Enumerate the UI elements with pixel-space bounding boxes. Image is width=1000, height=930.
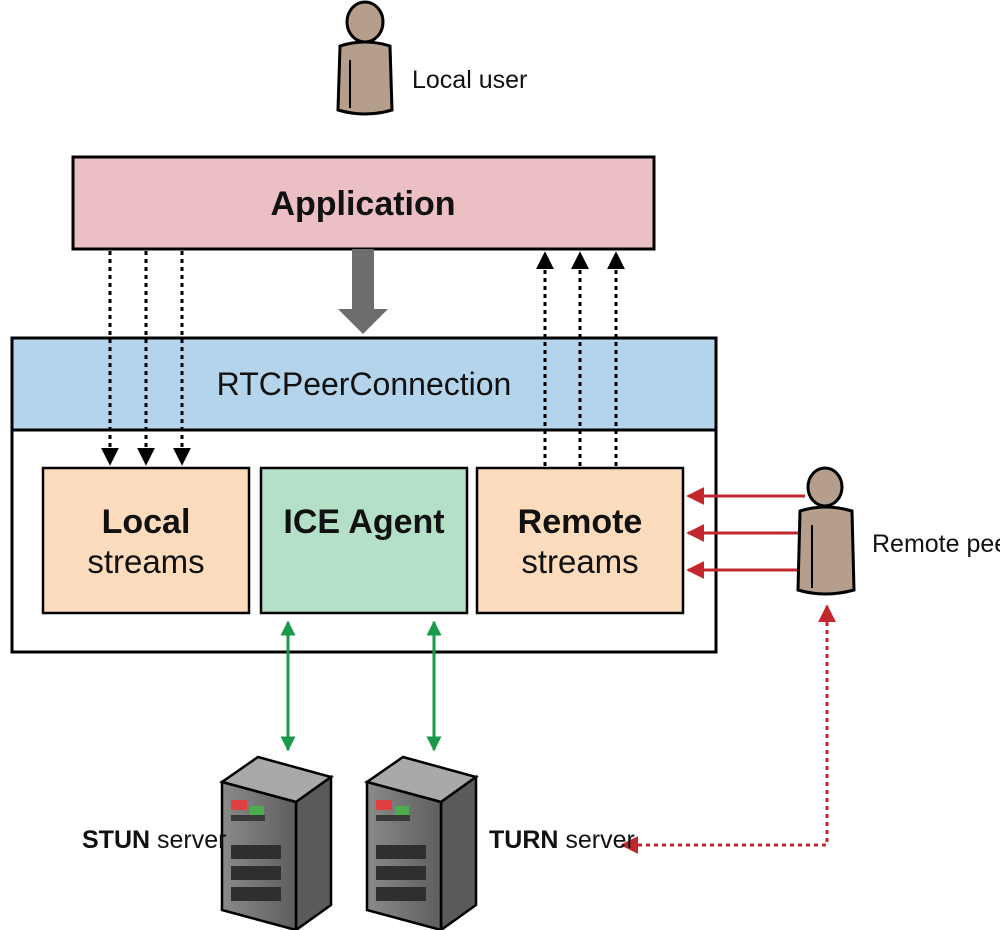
remote-peer-icon [796,466,856,596]
turn-server-label: TURN server [489,826,635,854]
rtc-header [10,336,718,432]
app-to-rtc-arrow [338,249,388,334]
remote-streams-box [475,466,685,615]
remote-peer-label: Remote peer [872,530,1000,558]
remote-streams-line2: streams [521,543,638,580]
local-streams-box [41,466,251,615]
remote-streams-line1: Remote [518,503,643,541]
application-label: Application [270,185,455,223]
local-user-icon [336,0,394,116]
turn-server-label-rest: server [558,826,634,854]
ice-agent-label: ICE Agent [283,503,444,541]
rtc-label: RTCPeerConnection [217,366,512,402]
ice-agent-box [259,466,469,615]
stun-server-label: STUN server [82,826,226,854]
local-streams-line1: Local [102,503,191,541]
local-streams-line2: streams [87,543,204,580]
turn-server-label-bold: TURN [489,826,558,854]
stun-server-label-bold: STUN [82,826,150,854]
stun-server-label-rest: server [150,826,226,854]
stun-server-icon [219,755,334,930]
local-user-label: Local user [412,66,527,94]
turn-server-icon [364,755,479,930]
